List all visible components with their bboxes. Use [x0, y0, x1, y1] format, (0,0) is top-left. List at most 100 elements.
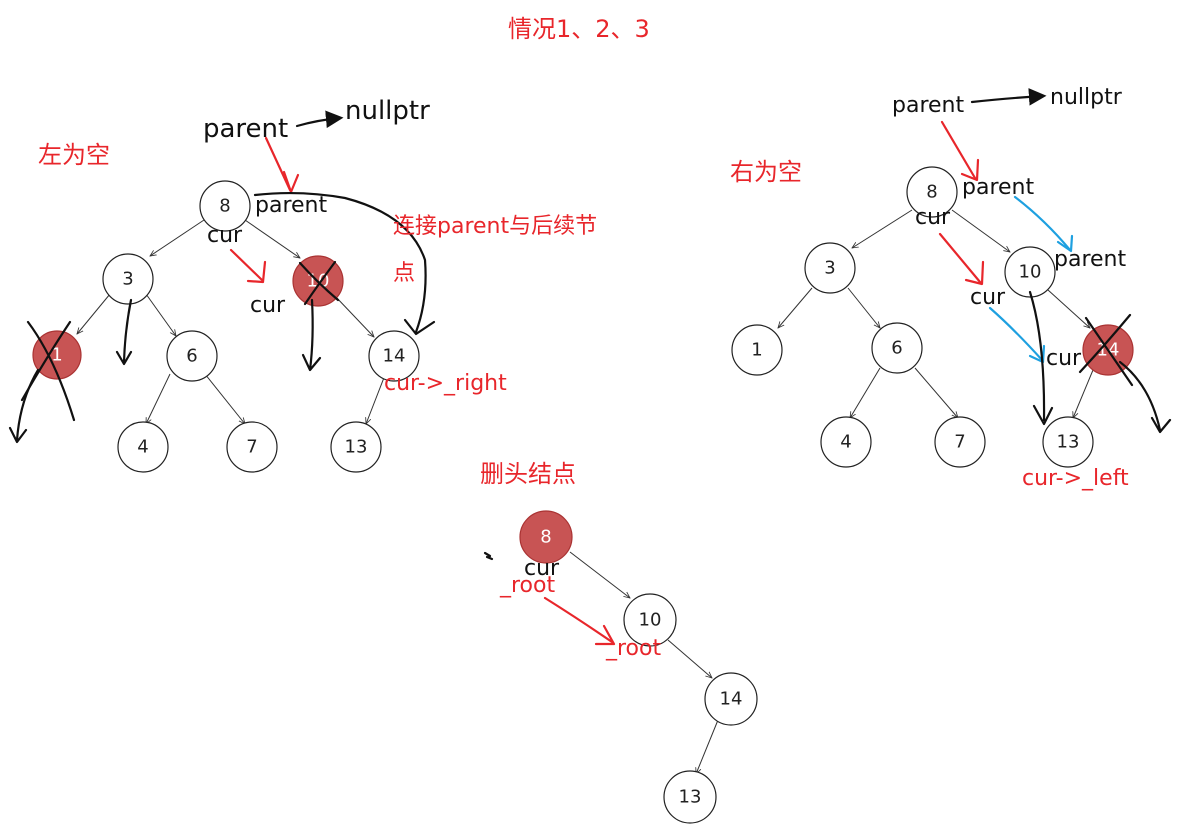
blue-arrow-head: [1056, 234, 1074, 253]
node-label: 6: [186, 346, 197, 367]
tree-node: [731, 324, 783, 376]
node-label: 8: [926, 182, 937, 203]
node-label: 14: [383, 346, 406, 367]
edge-6-7: [204, 373, 245, 424]
node-label: 1: [51, 345, 62, 366]
node-label: 1: [751, 340, 762, 361]
label-parent-final: parent: [1054, 247, 1126, 272]
diagram-title: 情况1、2、3: [508, 15, 650, 43]
blue-arrow-cur: [988, 306, 1044, 362]
tree-node: [199, 180, 251, 232]
edge-8-10: [569, 551, 630, 598]
note-cur-right: cur->_right: [384, 371, 507, 396]
tree-node: [368, 330, 420, 382]
tree-node: [166, 330, 218, 382]
node-label: 10: [1019, 262, 1042, 283]
ink-mark: [483, 551, 494, 561]
red-arrow-parent-move: [264, 136, 292, 192]
edge-6-4: [145, 373, 171, 424]
node-label: 4: [137, 437, 148, 458]
label-delete-head: 删头结点: [480, 460, 576, 488]
node-label: 7: [954, 432, 965, 453]
label-right-empty: 右为空: [730, 158, 802, 186]
arrow-parent-nullptr: [970, 88, 1047, 106]
edge-3-1: [77, 293, 111, 334]
edge-10-14: [667, 639, 712, 678]
edge-8-3: [852, 209, 913, 248]
label-cur-final: cur: [1046, 346, 1082, 371]
red-arrow-root-move: [543, 596, 614, 644]
edge-6-4: [850, 367, 881, 418]
tree-node: [804, 242, 856, 294]
red-arrow-head: [960, 158, 980, 182]
tree-node: [226, 421, 278, 473]
node-label: 6: [891, 338, 902, 359]
node-label: 14: [720, 689, 743, 710]
tree-node: [663, 770, 717, 824]
label-cur: cur: [915, 205, 951, 230]
tree-node: [871, 322, 923, 374]
node-label: 7: [246, 437, 257, 458]
edge-14-13: [366, 374, 386, 424]
null-arrow: [1118, 360, 1172, 434]
node-label: 13: [345, 437, 368, 458]
label-nullptr: nullptr: [345, 96, 430, 126]
connect-curve: [1028, 290, 1054, 426]
note-connect-line1: 连接parent与后续节: [393, 214, 597, 239]
label-parent-new: parent: [962, 175, 1034, 200]
bottom-tree: 删头结点 8 10 14 13 cur _root _root: [480, 460, 758, 824]
node-label: 13: [679, 787, 702, 808]
label-parent: parent: [203, 114, 288, 144]
tree-node: [1042, 416, 1094, 468]
edge-8-3: [150, 219, 205, 256]
red-arrow-cur-move: [229, 248, 264, 282]
blue-arrow-parent: [1013, 195, 1072, 252]
red-arrow-head: [964, 260, 985, 286]
label-cur: cur: [207, 223, 243, 248]
label-cur-new: cur: [970, 285, 1006, 310]
tree-node-deleted: [32, 330, 82, 380]
edge-3-6: [145, 293, 176, 336]
connect-curve: [253, 191, 427, 334]
red-arrow-parent-move: [940, 120, 977, 180]
tree-node: [623, 593, 677, 647]
node-label: 10: [639, 610, 662, 631]
arrow-parent-nullptr: [295, 110, 344, 129]
red-arrow-head: [246, 260, 267, 284]
edge-14-13: [1073, 369, 1094, 418]
label-parent-new: parent: [255, 193, 327, 218]
node-label: 3: [824, 258, 835, 279]
node-label: 3: [122, 269, 133, 290]
label-cur: cur: [524, 556, 560, 581]
null-arrow: [115, 298, 133, 366]
label-parent: parent: [892, 93, 964, 118]
red-arrow-cur-move: [938, 232, 982, 284]
edge-14-13: [696, 719, 719, 774]
tree-node: [117, 421, 169, 473]
label-root-new: _root: [605, 636, 661, 661]
tree-node: [906, 166, 958, 218]
node-label: 4: [840, 432, 851, 453]
edge-10-14: [334, 295, 374, 337]
tree-node: [820, 416, 872, 468]
tree-node: [1004, 246, 1056, 298]
node-label: 8: [540, 527, 551, 548]
cross-mark: [298, 260, 340, 306]
edge-3-6: [847, 287, 880, 328]
connect-curve-head: [403, 318, 436, 336]
tree-node: [330, 421, 382, 473]
tree-node: [704, 672, 758, 726]
edge-10-14: [1047, 289, 1090, 328]
note-cur-left: cur->_left: [1022, 466, 1129, 491]
note-connect-line2: 点: [393, 261, 415, 286]
right-tree: 右为空 8 3 10 1 6 14 4 7 13 parent nullptr: [730, 85, 1172, 491]
label-cur-new: cur: [250, 293, 286, 318]
edge-8-10: [951, 209, 1010, 252]
cross-mark: [1078, 313, 1134, 387]
null-arrow: [301, 298, 322, 372]
node-label: 13: [1057, 432, 1080, 453]
node-label: 8: [219, 196, 230, 217]
edge-8-10: [244, 219, 300, 258]
tree-node: [934, 416, 986, 468]
